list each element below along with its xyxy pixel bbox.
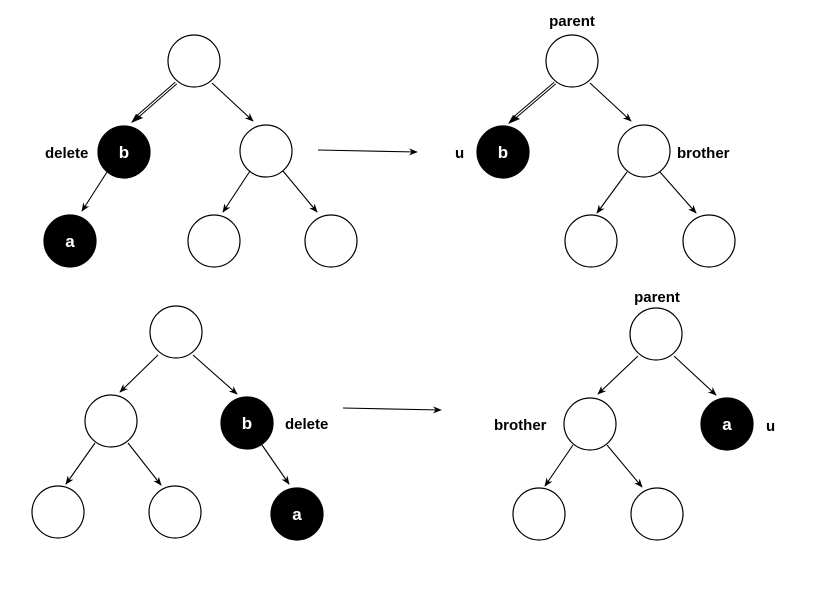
bottom-before-lr-node — [148, 485, 202, 539]
bottom-after-edge-left-ll — [544, 444, 574, 487]
bottom-before-left-node — [84, 394, 138, 448]
bottom-transition-arrow — [342, 406, 442, 414]
top-before-right-left-node — [187, 214, 241, 268]
bottom-before-edge-b-a — [261, 444, 290, 485]
node-label-b: b — [119, 143, 129, 162]
top-after-edge-right-rl — [596, 171, 628, 214]
bottom-before-tree: b delete a — [31, 305, 328, 541]
top-before-root-node — [167, 34, 221, 88]
top-after-edge-root-left — [508, 81, 557, 124]
top-after-rr-node — [682, 214, 736, 268]
bottom-after-tree: parent brother a u — [494, 289, 775, 541]
bottom-before-ll-node — [31, 485, 85, 539]
top-after-edge-root-right — [589, 82, 632, 122]
node-label-a: a — [292, 505, 302, 524]
top-before-edge-root-left — [131, 81, 178, 123]
top-before-a-node: a — [43, 214, 97, 268]
bottom-after-edge-left-lr — [606, 444, 643, 488]
top-after-brother-node — [617, 124, 671, 178]
u-label: u — [455, 145, 464, 162]
bottom-after-a-node: a — [700, 397, 754, 451]
bottom-after-edge-root-right — [673, 355, 717, 396]
delete-label: delete — [45, 145, 88, 162]
top-before-edge-root-right — [211, 82, 254, 122]
parent-label: parent — [549, 13, 595, 30]
top-before-edge-right-rr — [282, 170, 318, 213]
top-after-parent-node — [545, 34, 599, 88]
node-label-a: a — [65, 232, 75, 251]
bottom-before-a-node: a — [270, 487, 324, 541]
top-after-rl-node — [564, 214, 618, 268]
bottom-before-edge-root-right — [192, 354, 238, 395]
bottom-before-b-node: b — [220, 396, 274, 450]
top-before-tree: b delete a — [43, 34, 358, 268]
bottom-before-root-node — [149, 305, 203, 359]
top-before-edge-right-rl — [222, 170, 251, 213]
bottom-after-edge-root-left — [597, 355, 639, 395]
u-label: u — [766, 418, 775, 435]
top-after-edge-right-rr — [659, 171, 697, 214]
node-label-b: b — [242, 414, 252, 433]
top-before-edge-b-a — [81, 171, 108, 212]
delete-label: delete — [285, 416, 328, 433]
brother-label: brother — [677, 145, 730, 162]
node-label-b: b — [498, 143, 508, 162]
top-after-b-node: b — [476, 125, 530, 179]
bottom-after-brother-node — [563, 397, 617, 451]
top-transition-arrow — [317, 148, 418, 156]
bottom-before-edge-left-ll — [65, 442, 96, 485]
bottom-after-ll-node — [512, 487, 566, 541]
top-before-right-node — [239, 124, 293, 178]
brother-label: brother — [494, 417, 547, 434]
top-after-tree: parent u b brother — [455, 13, 736, 268]
bottom-before-edge-left-lr — [127, 442, 162, 486]
bottom-before-edge-root-left — [119, 354, 159, 393]
bottom-after-parent-node — [629, 307, 683, 361]
bottom-after-lr-node — [630, 487, 684, 541]
top-before-b-node: b — [97, 125, 151, 179]
node-label-a: a — [722, 415, 732, 434]
top-before-right-right-node — [304, 214, 358, 268]
parent-label: parent — [634, 289, 680, 306]
